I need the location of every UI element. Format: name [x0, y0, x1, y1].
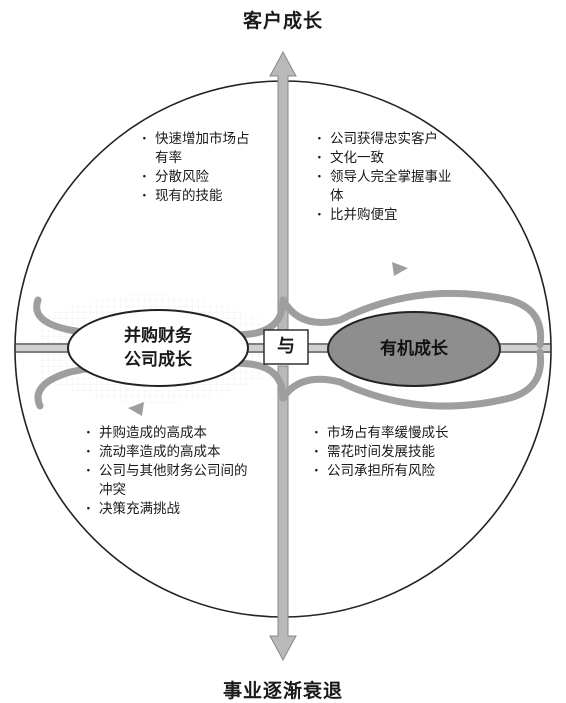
down-arrow [269, 365, 297, 662]
flow-curve-arrowheads [128, 262, 408, 416]
list-item: 现有的技能 [142, 187, 260, 206]
left-oval [67, 309, 249, 387]
top-left-quadrant-list: 快速增加市场占有率 分散风险 现有的技能 [142, 130, 260, 206]
list-item: 快速增加市场占有率 [142, 130, 260, 168]
bottom-title: 事业逐渐衰退 [222, 680, 343, 702]
right-oval [327, 311, 501, 387]
top-title: 客户成长 [242, 10, 323, 32]
list-item: 流动率造成的高成本 [86, 443, 258, 462]
list-item: 市场占有率缓慢成长 [314, 424, 504, 443]
list-item: 分散风险 [142, 168, 260, 187]
list-item: 公司获得忠实客户 [317, 130, 452, 149]
left-oval-label-line2: 公司成长 [124, 350, 192, 370]
center-label: 与 [277, 336, 295, 357]
list-item: 领导人完全掌握事业体 [317, 168, 452, 206]
list-item: 公司与其他财务公司间的冲突 [86, 462, 258, 500]
left-oval-label-line1: 并购财务 [124, 326, 192, 346]
left-oval-label: 并购财务 公司成长 [86, 324, 230, 372]
list-item: 并购造成的高成本 [86, 424, 258, 443]
list-item: 决策充满挑战 [86, 500, 258, 519]
top-right-quadrant-list: 公司获得忠实客户 文化一致 领导人完全掌握事业体 比并购便宜 [317, 130, 452, 225]
bottom-left-quadrant-list: 并购造成的高成本 流动率造成的高成本 公司与其他财务公司间的冲突 决策充满挑战 [86, 424, 258, 519]
center-box [263, 329, 309, 365]
right-oval-label: 有机成长 [380, 339, 448, 359]
list-item: 公司承担所有风险 [314, 462, 504, 481]
list-item: 需花时间发展技能 [314, 443, 504, 462]
bottom-right-quadrant-list: 市场占有率缓慢成长 需花时间发展技能 公司承担所有风险 [314, 424, 504, 481]
list-item: 文化一致 [317, 149, 452, 168]
list-item: 比并购便宜 [317, 206, 452, 225]
